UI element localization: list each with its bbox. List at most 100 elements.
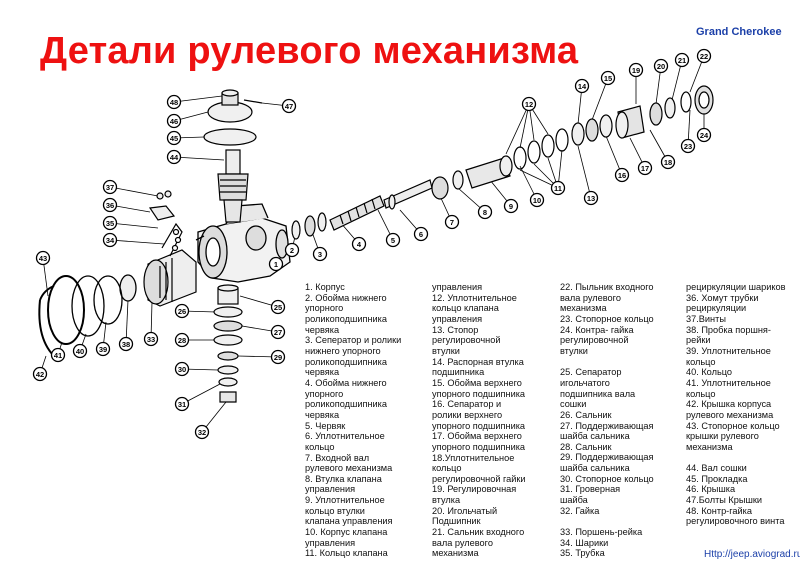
legend-line [560,357,654,368]
callout-46: 46 [166,113,182,129]
legend-line: 25. Сепаратор [560,367,622,378]
callout-label: 8 [483,208,487,217]
legend-line: червяка [305,409,340,420]
legend-line: подшипника вала [560,388,636,399]
callout-leader-37 [109,186,159,197]
legend-line: механизма [560,303,607,314]
legend-line: 20. Игольчатый [432,505,498,516]
legend-line: кольцо втулки [305,505,365,516]
legend-line: втулки [560,345,588,356]
legend-line: шайба [560,495,588,506]
callout-label: 33 [147,335,155,344]
callout-41: 41 [50,347,66,363]
legend-line: 29. Поддерживающая [560,452,654,463]
callout-23: 23 [680,138,696,154]
legend-line: вала рулевого [432,537,493,548]
legend-line: 43. Стопорное кольцо [686,420,780,431]
legend-line: 3. Сеператор и ролики [305,335,402,346]
legend-line: 15. Обойма верхнего [432,377,522,388]
callout-label: 44 [170,153,179,162]
legend-line: 11. Кольцо клапана [305,548,388,559]
callout-13: 13 [583,190,599,206]
callout-47: 47 [281,98,297,114]
callout-label: 20 [657,62,665,71]
legend-line: 2. Обойма нижнего [305,292,387,303]
legend-line: подшипника [432,367,485,378]
callout-leader-13 [577,145,592,199]
callout-label: 23 [684,142,692,151]
callout-label: 28 [178,336,186,345]
legend-line: 21. Сальник входного [432,527,525,538]
legend-line: 30. Стопорное кольцо [560,473,654,484]
legend-line: 48. Контр-гайка [686,505,752,516]
callout-9: 9 [503,198,519,214]
legend-line: регулировочной гайки [432,473,526,484]
callout-15: 15 [600,70,616,86]
legend-line: вала рулевого [560,292,621,303]
callout-37: 37 [102,179,118,195]
callout-27: 27 [270,324,286,340]
callout-11: 11 [550,180,566,196]
callout-18: 18 [660,154,676,170]
callout-label: 15 [604,74,612,83]
legend-line: 47.Болты Крышки [686,495,763,506]
legend-line: 4. Обойма нижнего [305,377,387,388]
legend-line: игольчатого [560,377,610,388]
legend-line: управления [305,484,356,495]
callout-4: 4 [351,236,367,252]
legend-line [560,516,654,527]
callout-32: 32 [194,424,210,440]
callout-40: 40 [72,343,88,359]
callout-16: 16 [614,167,630,183]
source-url: Http://jeep.aviograd.ru [704,549,800,560]
sector-shaft [217,149,249,223]
legend-line: червяка [305,367,340,378]
legend-line: 46. Крышка [686,484,736,495]
legend-line: 1. Корпус [305,282,345,292]
legend-line: кольцо клапана [432,303,499,314]
legend-line: 41. Уплотнительное [686,377,771,388]
callout-leader-38 [125,299,129,345]
callout-7: 7 [444,214,460,230]
callout-48: 48 [166,94,182,110]
callout-43: 43 [35,250,51,266]
legend-line: 45. Прокладка [686,473,748,484]
callout-36: 36 [102,197,118,213]
callout-label: 12 [525,100,533,109]
callout-5: 5 [385,232,401,248]
callout-label: 13 [587,194,595,203]
legend-line: регулировочного винта [686,516,785,527]
legend-line: упорного [305,388,344,399]
legend-line: ролики верхнего [432,409,503,420]
callout-label: 22 [700,52,708,61]
callout-31: 31 [174,396,190,412]
legend-line: 5. Червяк [305,420,346,431]
callout-label: 16 [618,171,626,180]
callout-label: 5 [391,236,395,245]
legend-line: 23. Стопорное кольцо [560,313,654,324]
legend-line: клапана управления [305,516,393,527]
callout-26: 26 [174,303,190,319]
callout-label: 6 [419,230,423,239]
legend-line: управления [432,282,483,292]
legend-line: упорного подшипника [432,420,526,431]
callout-2: 2 [284,242,300,258]
callout-label: 27 [274,328,282,337]
callout-leader-12 [519,103,530,149]
legend-line: 42. Крышка корпуса [686,399,772,410]
legend-line: 18.Уплотнительное [432,452,515,463]
legend-line: 22. Пыльник входного [560,282,654,292]
legend-line: шайба сальника [560,463,630,474]
callout-label: 46 [170,117,178,126]
callout-35: 35 [102,215,118,231]
legend-line: Подшипник [432,516,481,527]
callout-label: 3 [318,250,322,259]
callout-label: 10 [533,196,541,205]
legend-line: 37.Винты [686,313,726,324]
callout-45: 45 [166,130,182,146]
callout-leader-34 [109,239,165,245]
legend-line: 32. Гайка [560,505,600,516]
legend-line: кольцо [686,356,716,367]
